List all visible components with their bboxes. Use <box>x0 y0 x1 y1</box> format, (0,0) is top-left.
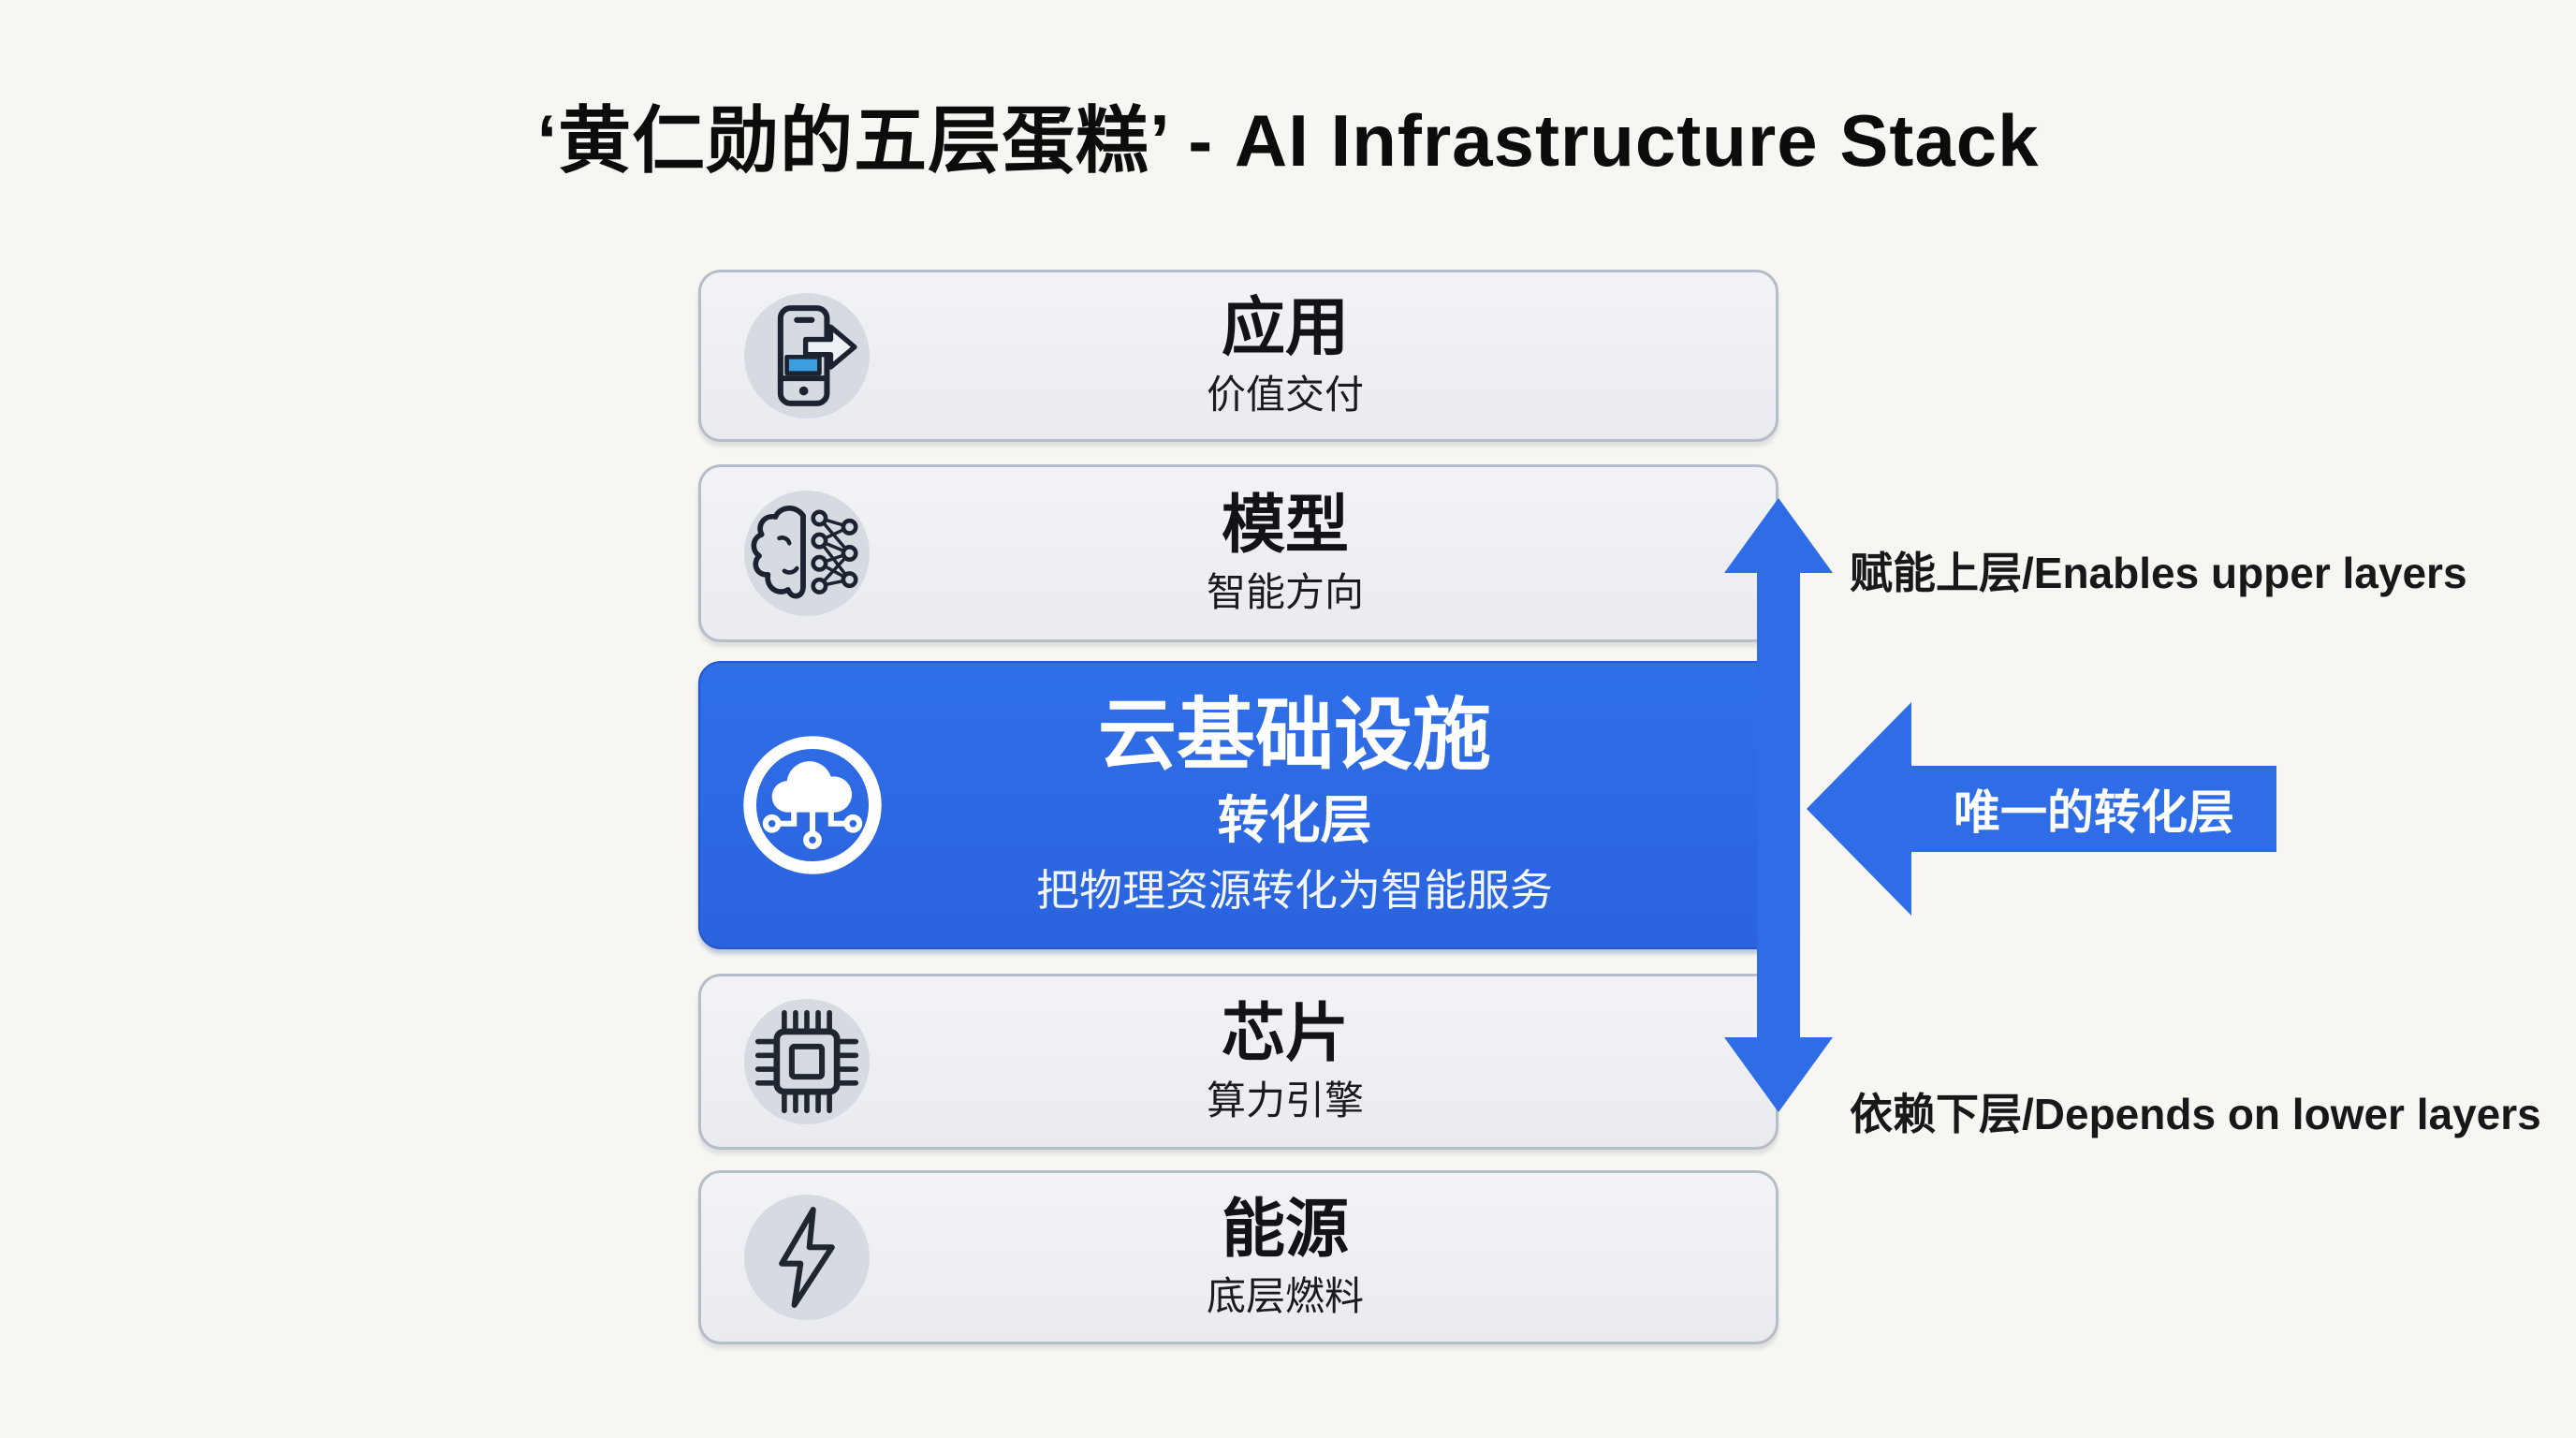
depends-on-lower-layers-label: 依赖下层/Depends on lower layers <box>1850 1090 2541 1138</box>
chip-icon <box>744 999 870 1124</box>
layer-application: 应用 价值交付 <box>698 270 1778 442</box>
layer-chip-text: 芯片 算力引擎 <box>701 976 1776 1147</box>
layer-subtitle: 底层燃料 <box>1206 1273 1364 1318</box>
layer-chip: 芯片 算力引擎 <box>698 974 1778 1150</box>
layer-energy-text: 能源 底层燃料 <box>701 1173 1776 1342</box>
layer-title: 云基础设施 <box>1097 691 1491 780</box>
phone-arrow-icon <box>744 293 870 418</box>
lightning-icon <box>744 1195 870 1320</box>
brain-network-icon <box>744 491 870 616</box>
layer-model-text: 模型 智能方向 <box>701 467 1776 639</box>
layer-energy: 能源 底层燃料 <box>698 1170 1778 1344</box>
layer-cloud-text: 云基础设施 转化层 把物理资源转化为智能服务 <box>700 663 1795 947</box>
layer-application-text: 应用 价值交付 <box>701 272 1776 439</box>
cloud-network-icon <box>741 734 884 876</box>
layer-title: 模型 <box>1221 490 1349 562</box>
page-title: ‘黄仁勋的五层蛋糕’ - AI Infrastructure Stack <box>536 99 2040 182</box>
layer-title: 能源 <box>1221 1194 1349 1266</box>
layer-title: 芯片 <box>1221 998 1349 1070</box>
layer-model: 模型 智能方向 <box>698 464 1778 642</box>
layer-description: 把物理资源转化为智能服务 <box>1036 866 1553 916</box>
transform-layer-arrow-label: 唯一的转化层 <box>1954 786 2234 839</box>
layer-subtitle: 转化层 <box>1217 791 1372 850</box>
layer-subtitle: 算力引擎 <box>1206 1078 1364 1123</box>
enables-upper-layers-label: 赋能上层/Enables upper layers <box>1850 549 2467 597</box>
layer-title: 应用 <box>1221 292 1349 364</box>
layer-cloud-infrastructure: 云基础设施 转化层 把物理资源转化为智能服务 <box>698 661 1797 949</box>
layer-subtitle: 智能方向 <box>1206 569 1364 614</box>
layer-subtitle: 价值交付 <box>1206 372 1364 417</box>
